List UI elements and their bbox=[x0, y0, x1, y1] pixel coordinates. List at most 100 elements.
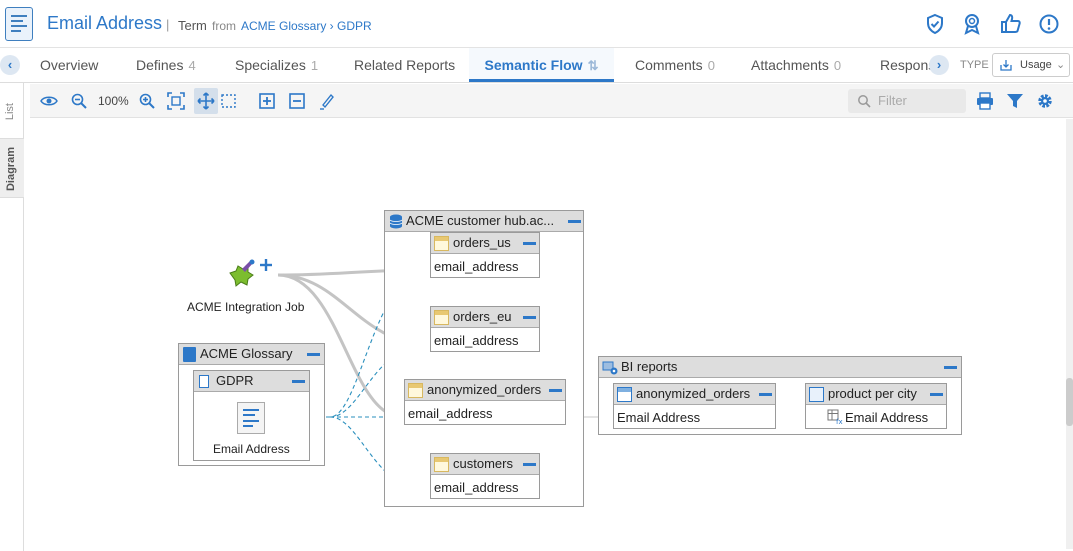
tab-related-reports[interactable]: Related Reports bbox=[354, 57, 456, 73]
table-node[interactable]: orders_eu email_address bbox=[430, 306, 540, 352]
zoom-out-icon[interactable] bbox=[70, 92, 88, 110]
report-node[interactable]: product per city fx Email Address bbox=[805, 383, 947, 429]
table-header: orders_us bbox=[431, 233, 539, 254]
flow-line-term-customers bbox=[329, 416, 429, 492]
chevron-left-icon[interactable]: ‹ bbox=[0, 55, 20, 75]
collapse-icon[interactable] bbox=[523, 463, 536, 466]
collapse-icon[interactable] bbox=[307, 353, 320, 356]
collapse-icon[interactable] bbox=[523, 242, 536, 245]
bi-reports-header: BI reports bbox=[599, 357, 961, 378]
column-field[interactable]: email_address bbox=[408, 406, 493, 421]
glossary-icon bbox=[183, 347, 196, 362]
dataset-node[interactable]: anonymized_orders Email Address bbox=[613, 383, 776, 429]
view-switcher: List Diagram bbox=[0, 83, 24, 551]
tab-count: 4 bbox=[188, 58, 196, 73]
settings-gear-icon[interactable] bbox=[1036, 92, 1054, 110]
collapse-icon[interactable] bbox=[549, 389, 562, 392]
filter-input[interactable]: Filter bbox=[848, 89, 966, 113]
type-label: TYPE bbox=[960, 59, 989, 71]
integration-job-label[interactable]: ACME Integration Job bbox=[187, 300, 305, 314]
table-node[interactable]: customers email_address bbox=[430, 453, 540, 499]
chevron-down-icon: ⌄ bbox=[1056, 59, 1066, 71]
category-icon bbox=[199, 375, 209, 388]
shield-check-icon[interactable] bbox=[923, 12, 947, 36]
bi-reports-node[interactable]: BI reports anonymized_orders Email Addre… bbox=[598, 356, 962, 435]
object-type: Term bbox=[178, 18, 207, 33]
tab-responsibilities[interactable]: Respons bbox=[880, 57, 932, 73]
report-name: product per city bbox=[828, 386, 917, 401]
glossary-title: ACME Glossary bbox=[200, 346, 293, 361]
chevron-right-icon[interactable]: › bbox=[929, 55, 949, 75]
column-field[interactable]: email_address bbox=[434, 480, 519, 495]
table-header: orders_eu bbox=[431, 307, 539, 328]
zoom-in-icon[interactable] bbox=[138, 92, 156, 110]
column-field[interactable]: email_address bbox=[434, 333, 519, 348]
collapse-icon[interactable] bbox=[944, 366, 957, 369]
expand-all-icon[interactable] bbox=[258, 92, 276, 110]
tab-count: 1 bbox=[310, 58, 319, 73]
collapse-icon[interactable] bbox=[930, 393, 943, 396]
table-node[interactable]: orders_us email_address bbox=[430, 232, 540, 278]
from-label: from bbox=[212, 19, 236, 33]
bi-reports-title: BI reports bbox=[621, 359, 678, 374]
print-icon[interactable] bbox=[976, 92, 994, 110]
zoom-level: 100% bbox=[98, 94, 129, 108]
dataset-header: anonymized_orders bbox=[614, 384, 775, 405]
report-header: product per city bbox=[806, 384, 946, 405]
scrollbar-thumb[interactable] bbox=[1066, 378, 1073, 426]
type-select-value: Usage bbox=[1020, 59, 1052, 71]
glossary-header: ACME Glossary bbox=[179, 344, 324, 365]
filter-funnel-icon[interactable] bbox=[1006, 92, 1024, 110]
table-name: customers bbox=[453, 456, 513, 471]
customer-hub-header: ACME customer hub.ac... bbox=[385, 211, 583, 232]
list-view-tab[interactable]: List bbox=[4, 103, 16, 121]
award-icon[interactable] bbox=[960, 12, 984, 36]
highlight-pen-icon[interactable] bbox=[318, 92, 336, 110]
tab-overview[interactable]: Overview bbox=[40, 57, 99, 73]
title-divider: | bbox=[166, 17, 170, 32]
table-name: anonymized_orders bbox=[427, 382, 542, 397]
customer-hub-node[interactable]: ACME customer hub.ac... orders_us email_… bbox=[384, 210, 584, 507]
table-icon bbox=[434, 457, 449, 472]
category-title: GDPR bbox=[216, 373, 254, 388]
integration-job-icon bbox=[229, 259, 272, 287]
column-field[interactable]: email_address bbox=[434, 259, 519, 274]
alert-circle-icon[interactable] bbox=[1037, 12, 1061, 36]
category-node[interactable]: GDPR Email Address bbox=[193, 370, 310, 461]
collapse-all-icon[interactable] bbox=[288, 92, 306, 110]
term-icon bbox=[5, 7, 33, 41]
table-icon bbox=[434, 236, 449, 251]
collapse-icon[interactable] bbox=[292, 380, 305, 383]
breadcrumb[interactable]: ACME Glossary › GDPR bbox=[241, 19, 372, 33]
dataset-field[interactable]: Email Address bbox=[617, 410, 701, 425]
diagram-view-tab[interactable]: Diagram bbox=[0, 138, 24, 198]
vertical-scrollbar[interactable] bbox=[1066, 119, 1073, 549]
dataset-icon bbox=[617, 387, 632, 402]
tab-count: 0 bbox=[833, 58, 842, 73]
database-icon bbox=[389, 214, 403, 229]
table-node[interactable]: anonymized_orders email_address bbox=[404, 379, 566, 425]
type-select[interactable]: Usage ⌄ bbox=[992, 53, 1070, 77]
marquee-select-icon[interactable] bbox=[220, 92, 238, 110]
tab-semantic-flow[interactable]: Semantic Flow⇅ bbox=[469, 48, 614, 82]
term-node-icon bbox=[237, 402, 265, 434]
eye-icon[interactable] bbox=[40, 92, 58, 110]
svg-text:fx: fx bbox=[836, 418, 843, 425]
fit-to-screen-icon[interactable] bbox=[167, 92, 185, 110]
sort-icon: ⇅ bbox=[587, 58, 599, 73]
page-title: Email Address bbox=[47, 13, 163, 33]
glossary-node[interactable]: ACME Glossary GDPR Email Address bbox=[178, 343, 325, 466]
collapse-icon[interactable] bbox=[568, 220, 581, 223]
report-field[interactable]: Email Address bbox=[845, 410, 929, 425]
diagram-canvas[interactable]: ACME Integration Job ACME Glossary GDPR … bbox=[30, 119, 1066, 549]
calculated-field-icon: fx bbox=[827, 409, 843, 425]
collapse-icon[interactable] bbox=[523, 316, 536, 319]
collapse-icon[interactable] bbox=[759, 393, 772, 396]
pan-icon[interactable] bbox=[197, 92, 215, 110]
thumbs-up-icon[interactable] bbox=[999, 12, 1023, 36]
